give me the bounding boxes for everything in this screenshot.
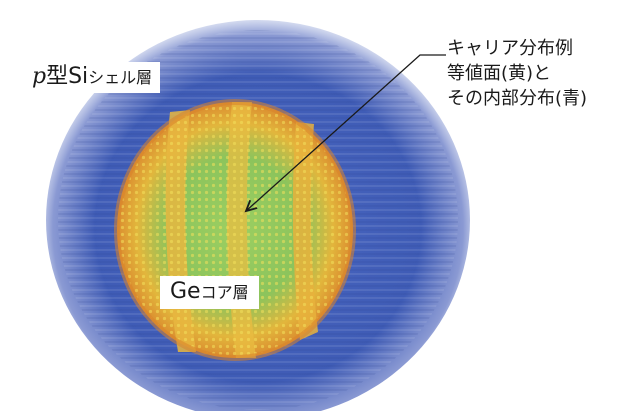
annotation-line: その内部分布(青) [447, 88, 588, 109]
core-material: Ge [170, 279, 201, 304]
shell-suffix: シェル層 [88, 68, 153, 87]
annotation-leader [246, 54, 446, 211]
shell-material: 型Si [46, 64, 89, 89]
ge-core-layer [114, 99, 356, 361]
carrier-distribution-annotation: キャリア分布例 等値面(黄)と その内部分布(青) [447, 36, 587, 111]
core-suffix: コア層 [200, 283, 249, 302]
annotation-line: 等値面(黄)と [447, 63, 552, 84]
annotation-line: キャリア分布例 [447, 38, 573, 59]
si-shell-label: p型Siシェル層 [24, 62, 161, 93]
ge-core-label: Geコア層 [160, 276, 259, 309]
shell-type-letter: p [32, 64, 47, 89]
